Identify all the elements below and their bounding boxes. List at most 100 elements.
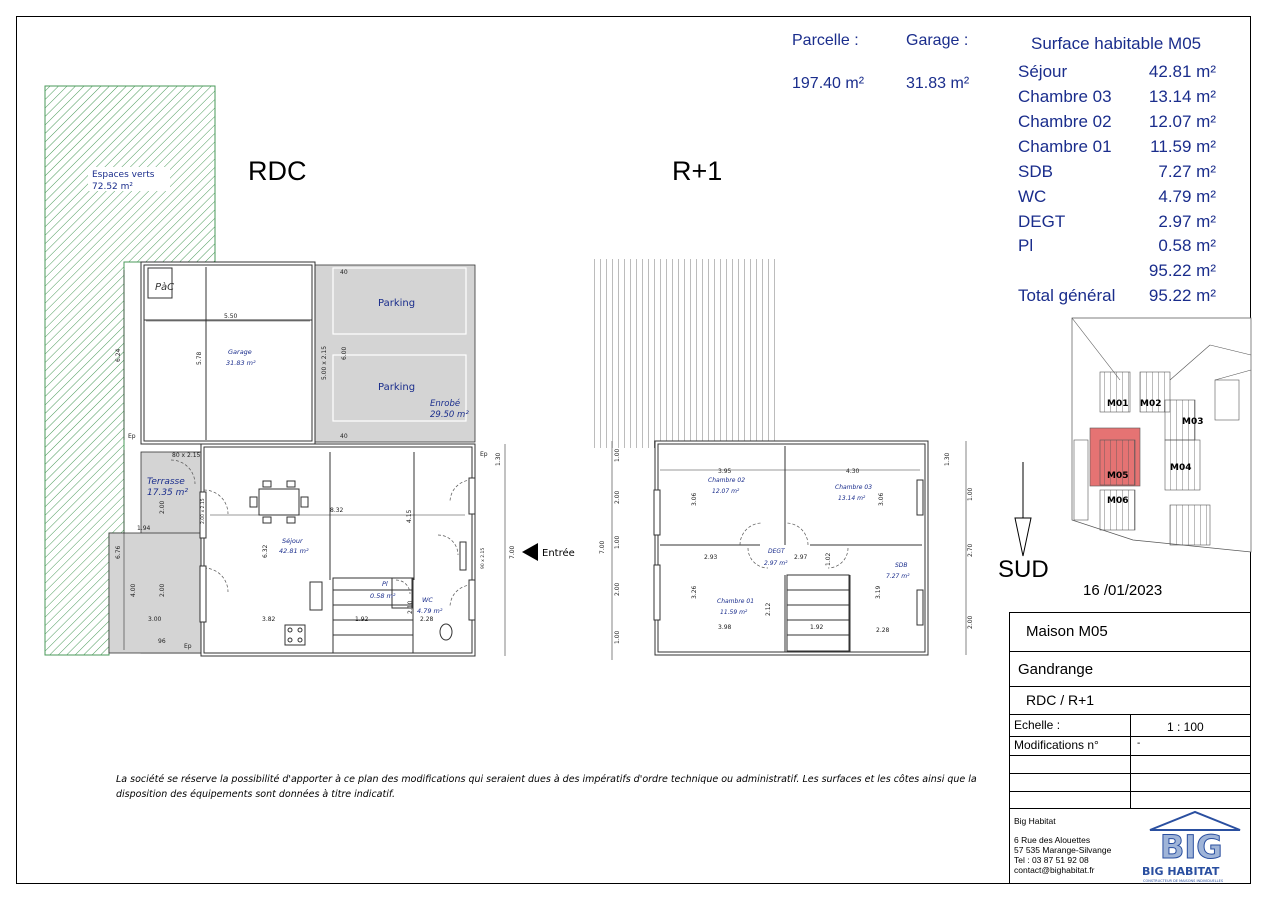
parking-label-2: Parking [378,382,415,393]
cart-row-city: Gandrange [1010,652,1250,687]
dim-text: 6.32 [262,544,269,558]
dim-text: 3.82 [262,616,276,623]
dim-text: 6.24 [115,348,122,362]
company-tel: Tel : 03 87 51 92 08 [1014,855,1089,865]
r1-roof [594,259,779,448]
chambre01-area: 11.59 m² [720,609,748,616]
dim-text: 5.00 x 2.15 [321,346,328,380]
logo-letters: BIG [1160,828,1223,866]
lot-label: M06 [1107,496,1128,506]
dim-text: 2.00 [159,500,166,514]
dim-text: 6.76 [115,545,122,559]
date-label: 16 /01/2023 [1083,582,1163,599]
dim-text: 1.30 [495,452,502,466]
rdc-windows [199,477,476,623]
dim-text: 40 [340,269,348,276]
dim-text: 40 [340,433,348,440]
dim-text: 2.93 [704,554,718,561]
dim-text: 8.32 [330,507,344,514]
dim-text: 2.70 [967,543,974,557]
dim-text: 3.26 [691,585,698,599]
cart-divider [1130,715,1131,809]
dim-text: 96 [158,638,166,645]
dim-text: 1.00 [614,630,621,644]
wc-label: WC [422,596,433,604]
lot-label: M01 [1107,399,1128,409]
dim-text: 1.00 [614,535,621,549]
r1-door-swings [739,522,849,569]
sud-label: SUD [998,556,1049,583]
dim-text: 2.00 [614,490,621,504]
cart-row-levels: RDC / R+1 [1010,687,1250,715]
dim-text: Ep [184,643,192,650]
entree-arrow [522,543,538,561]
dim-text: 1.00 [614,448,621,462]
espaces-verts-label: Espaces verts [92,170,155,180]
dim-text: 90 x 2.15 [480,548,486,569]
chambre01-label: Chambre 01 [717,598,754,605]
company-email: contact@bighabitat.fr [1014,865,1095,875]
espaces-verts-zone: Espaces verts 72.52 m² [44,85,216,656]
sdb-area: 7.27 m² [886,573,910,580]
title-block: Maison M05 Gandrange RDC / R+1 Echelle :… [1009,612,1251,884]
chambre03-area: 13.14 m² [838,495,866,502]
dim-text: 2.10 [407,600,414,614]
sdb-label: SDB [895,562,908,569]
r1-title: R+1 [672,156,723,186]
dim-text: 2.00 [967,615,974,629]
garage-label: Garage [228,348,252,356]
big-habitat-logo: BIG BIG HABITAT CONSTRUCTEUR DE MAISONS … [1140,808,1250,883]
dim-text: 7.00 [509,545,516,559]
r1-windows [653,479,924,626]
surface-title: Surface habitable M05 [1031,34,1202,53]
dim-text: 3.06 [691,492,698,506]
dim-text: 7.00 [599,540,606,554]
levels-label: RDC / R+1 [1026,692,1095,708]
garage-area: 31.83 m² [226,359,256,367]
site-plan: M01 M02 M03 M04 M05 M06 [1071,317,1252,553]
rdc-walls [140,261,476,657]
dim-text: 1.92 [810,624,824,631]
lot-label: M03 [1182,417,1203,427]
modif-value: - [1137,738,1141,749]
echelle-label: Echelle : [1014,718,1061,732]
chambre03-label: Chambre 03 [835,484,872,491]
surface-row: 95.22 m² [1148,261,1216,280]
terrasse-zone: Terrasse 17.35 m² [108,451,202,654]
company-name: Big Habitat [1014,816,1056,826]
dim-text: 3.19 [875,585,882,599]
pac-label: PàC [155,281,174,293]
espaces-verts-area: 72.52 m² [92,182,133,192]
pl-area: 0.58 m² [370,592,396,600]
r1-dimensions: 3.95 4.30 3.06 3.06 2.93 2.97 1.02 3.26 … [599,441,974,660]
lot-label: M05 [1107,471,1128,481]
south-arrow-icon [1014,462,1032,557]
dim-text: 4.30 [846,468,860,475]
city-name: Gandrange [1018,661,1094,678]
dim-text: 1.00 [967,487,974,501]
rdc-dimensions: 5.50 5.78 6.24 8.32 6.32 4.15 3.82 1.92 … [115,269,516,656]
dim-text: 2.28 [420,616,434,623]
dim-text: 3.98 [718,624,732,631]
company-address1: 6 Rue des Alouettes [1014,835,1091,845]
rdc-title: RDC [248,156,307,186]
enrobe-label: Enrobé [430,398,460,409]
disclaimer-text: La société se réserve la possibilité d'a… [116,774,977,800]
garage-value: 31.83 m² [906,75,970,92]
terrasse-label: Terrasse [147,477,185,487]
dim-text: 1.30 [944,452,951,466]
enrobe-area: 29.50 m² [430,410,469,420]
logo-text: BIG HABITAT [1142,865,1220,878]
project-name: Maison M05 [1026,623,1108,640]
dim-text: 4.15 [406,509,413,523]
dim-text: 2.28 [876,627,890,634]
entree-label: Entrée [542,547,575,559]
parking-zone: Parking Parking Enrobé 29.50 m² [313,264,476,443]
dim-text: 2.00 x 2.15 [200,498,206,524]
